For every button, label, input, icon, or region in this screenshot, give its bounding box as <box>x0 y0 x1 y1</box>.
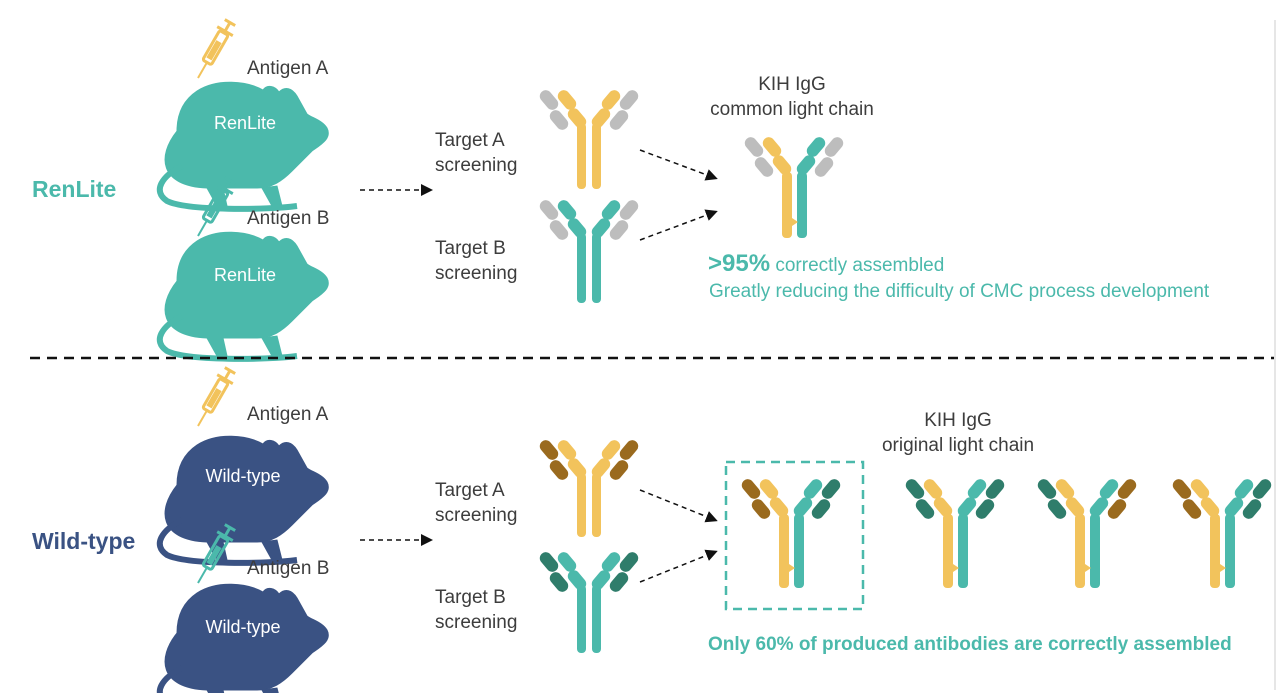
renlite-mouse-b-icon <box>160 232 329 359</box>
wildtype-antigen-a-label: Antigen A <box>247 404 329 425</box>
wildtype-product-4-antibody-icon <box>1172 479 1272 588</box>
renlite-product-antibody-icon <box>744 137 844 238</box>
wildtype-antigen-b-label: Antigen B <box>247 558 330 579</box>
wildtype-product-1-antibody-icon <box>741 479 841 588</box>
renlite-product-title-line2: common light chain <box>710 99 874 120</box>
wildtype-mouse-b-label: Wild-type <box>205 617 281 637</box>
correct-assembly-highlight-box <box>724 460 865 611</box>
renlite-antibody-a-icon <box>539 90 639 189</box>
renlite-group-label: RenLite <box>32 176 117 202</box>
renlite-target-a-line2: screening <box>435 155 518 176</box>
wildtype-target-b-line1: Target B <box>435 587 506 608</box>
wildtype-mouse-a-label: Wild-type <box>205 466 281 486</box>
wildtype-arrow-b-to-product <box>639 549 718 583</box>
wildtype-antibody-b-icon <box>539 552 639 653</box>
renlite-mouse-b-label: RenLite <box>213 265 277 285</box>
renlite-stat-text: correctly assembled <box>775 255 945 276</box>
renlite-stat-value: >95% <box>708 250 771 277</box>
renlite-product-title-line1: KIH IgG <box>758 74 826 95</box>
wildtype-mouse-b-icon <box>160 584 329 693</box>
renlite-arrow-b-to-product <box>639 209 718 241</box>
renlite-antigen-a-label: Antigen A <box>247 58 329 79</box>
renlite-stat: >95% correctly assembled <box>708 250 944 280</box>
renlite-antigen-b-label: Antigen B <box>247 208 330 229</box>
wildtype-product-3-antibody-icon <box>1037 479 1137 588</box>
renlite-target-b-label: Target B screening <box>435 236 517 286</box>
wildtype-group-label: Wild-type <box>32 528 136 554</box>
wildtype-mouse-a-icon <box>160 436 329 563</box>
wildtype-product-title-line1: KIH IgG <box>924 410 992 431</box>
renlite-note: Greatly reducing the difficulty of CMC p… <box>709 281 1210 302</box>
wildtype-product-2-antibody-icon <box>905 479 1005 588</box>
renlite-target-b-line2: screening <box>435 263 518 284</box>
wildtype-target-b-label: Target B screening <box>435 585 517 635</box>
wildtype-arrow-a-to-product <box>639 489 718 523</box>
renlite-mouse-a-label: RenLite <box>213 113 277 133</box>
wildtype-target-a-line1: Target A <box>435 480 505 501</box>
wildtype-note: Only 60% of produced antibodies are corr… <box>708 634 1232 655</box>
renlite-antibody-b-icon <box>539 200 639 303</box>
wildtype-target-a-line2: screening <box>435 505 518 526</box>
wildtype-antibody-a-icon <box>539 440 639 537</box>
renlite-syringe-a-icon <box>188 16 240 84</box>
renlite-target-b-line1: Target B <box>435 238 506 259</box>
wildtype-target-a-label: Target A screening <box>435 478 517 528</box>
renlite-target-a-line1: Target A <box>435 130 505 151</box>
renlite-mouse-a-icon <box>160 82 329 209</box>
wildtype-syringe-a-icon <box>188 364 240 432</box>
renlite-arrow-a-to-product <box>639 149 718 181</box>
renlite-product-title: KIH IgG common light chain <box>692 72 892 122</box>
wildtype-product-title-line2: original light chain <box>881 435 1035 456</box>
wildtype-product-title: KIH IgG original light chain <box>848 408 1068 458</box>
renlite-target-a-label: Target A screening <box>435 128 517 178</box>
wildtype-target-b-line2: screening <box>435 612 518 633</box>
